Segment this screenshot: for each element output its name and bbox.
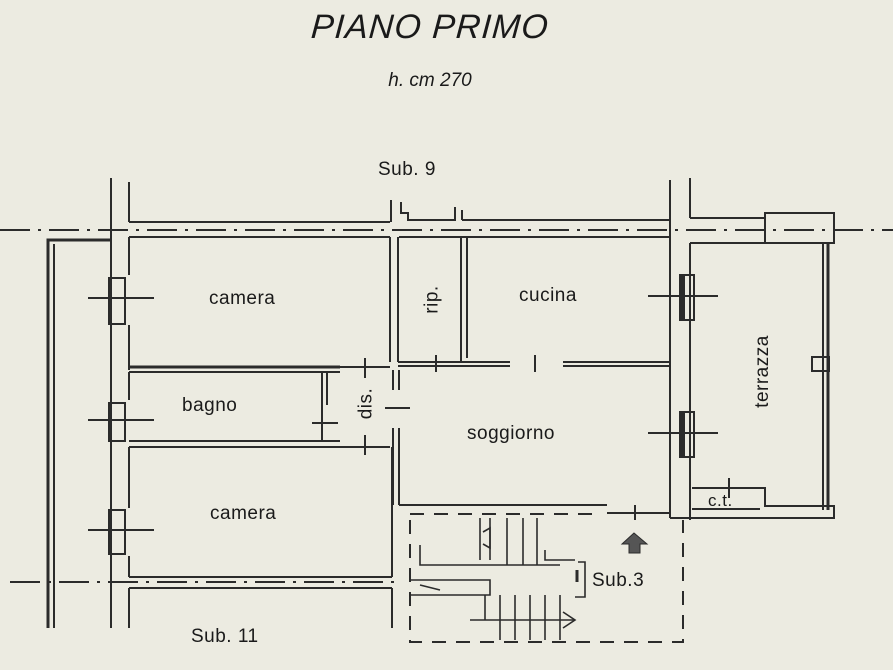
neighbor-label-stairs: Sub.3 [592, 570, 645, 591]
room-label-camera-top: camera [209, 288, 276, 309]
stairs-outline [409, 513, 684, 643]
neighbor-label-top: Sub. 9 [378, 159, 436, 180]
room-label-terrazza: terrazza [751, 335, 773, 408]
room-label-soggiorno: soggiorno [467, 423, 555, 444]
entrance-arrow-icon [620, 532, 649, 554]
ceiling-height-note: h. cm 270 [388, 70, 472, 91]
room-label-bagno: bagno [182, 395, 238, 416]
room-label-cucina: cucina [519, 285, 577, 306]
neighbor-label-bottom: Sub. 11 [191, 626, 259, 647]
room-label-ct: c.t. [708, 491, 733, 510]
stairs-treads [410, 518, 586, 640]
left-outer-wall [46, 238, 110, 628]
page-title: PIANO PRIMO [309, 8, 551, 46]
exterior-walls [88, 178, 835, 628]
room-label-rip: rip. [421, 285, 443, 314]
room-label-dis: dis. [355, 387, 377, 420]
room-label-camera-bottom: camera [210, 503, 277, 524]
